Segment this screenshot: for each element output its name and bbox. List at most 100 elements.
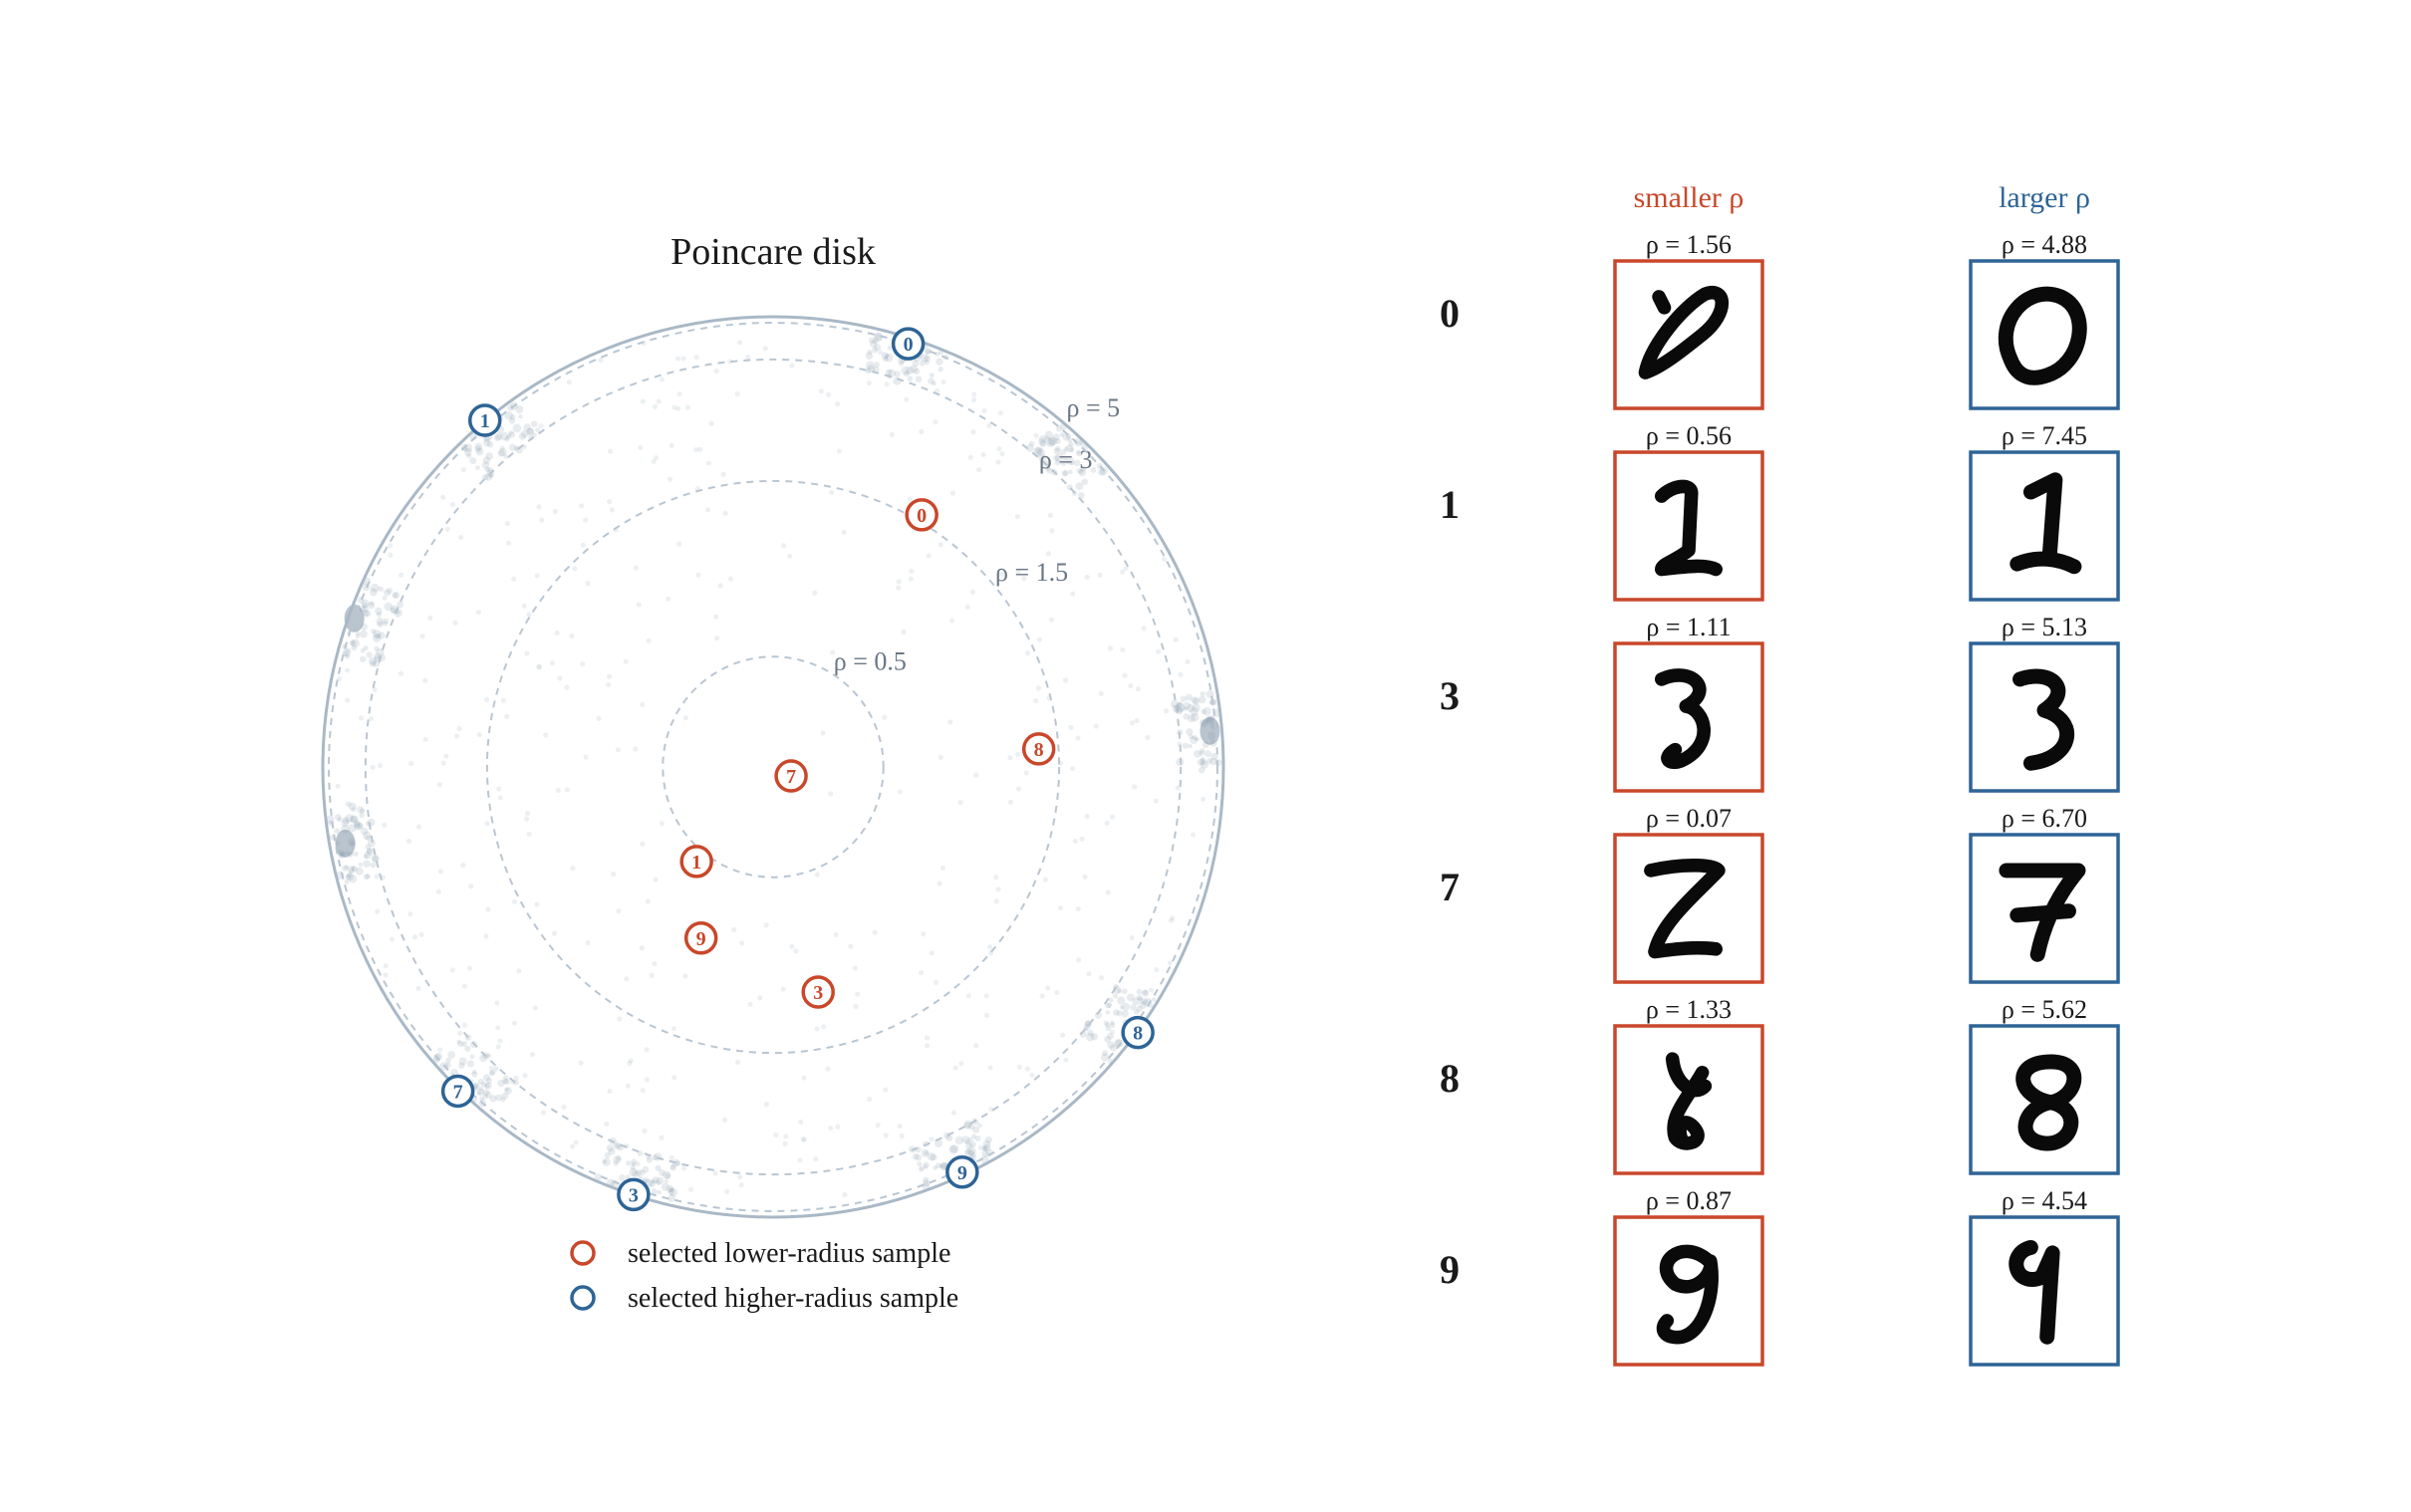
sample-cell-8-larger: ρ = 5.62: [1969, 995, 2120, 1175]
embedding-point: [351, 866, 359, 873]
embedding-point: [1206, 757, 1212, 764]
embedding-point: [1082, 874, 1088, 880]
embedding-point: [940, 378, 946, 385]
embedding-point: [835, 1124, 841, 1130]
embedding-point: [896, 579, 902, 585]
embedding-point: [453, 733, 460, 739]
embedding-point: [1163, 708, 1170, 714]
embedding-point: [640, 1088, 647, 1094]
column-header-larger: larger ρ: [1999, 181, 2090, 214]
embedding-point: [875, 1122, 881, 1129]
embedding-point: [1090, 1033, 1099, 1041]
marker-ring: [617, 1177, 651, 1212]
embedding-point: [884, 381, 890, 387]
embedding-point: [1057, 904, 1064, 911]
embedding-point: [968, 1136, 974, 1142]
embedding-point: [1062, 455, 1068, 461]
embedding-point: [375, 908, 381, 914]
embedding-point: [496, 786, 502, 792]
column-header-smaller: smaller ρ: [1634, 181, 1744, 214]
digit-stroke: [1644, 858, 1726, 959]
embedding-point: [398, 572, 404, 578]
embedding-point: [552, 508, 558, 515]
embedding-point: [485, 906, 491, 912]
embedding-point: [524, 816, 530, 822]
marker-digit: 9: [696, 928, 706, 950]
embedding-point: [780, 543, 787, 549]
embedding-point: [983, 993, 989, 999]
embedding-point: [984, 1012, 990, 1018]
embedding-point: [447, 1051, 456, 1059]
embedding-point: [684, 404, 691, 410]
embedding-point: [882, 714, 888, 720]
rho-value-label: ρ = 5.13: [2002, 613, 2087, 641]
embedding-point: [522, 1073, 528, 1079]
embedding-point: [635, 1169, 643, 1176]
embedding-point: [717, 583, 723, 589]
embedding-point: [640, 701, 646, 707]
radius-contours: ρ = 0.5ρ = 1.5ρ = 3ρ = 5: [328, 322, 1218, 1212]
embedding-point: [898, 361, 905, 367]
row-digit-label: 7: [1440, 865, 1460, 909]
embedding-point: [376, 617, 385, 626]
embedding-point: [883, 1087, 889, 1093]
embedding-point: [483, 438, 491, 447]
marker-digit: 7: [786, 766, 796, 788]
embedding-point: [662, 1170, 671, 1179]
embedding-point: [443, 753, 449, 759]
embedding-point: [1195, 736, 1200, 742]
embedding-point: [364, 851, 372, 860]
legend-label: selected higher-radius sample: [628, 1283, 958, 1314]
embedding-point: [480, 1082, 487, 1088]
embedding-point: [664, 1179, 670, 1184]
embedding-point: [1033, 697, 1039, 704]
embedding-point: [1045, 438, 1055, 447]
embedding-point: [504, 410, 513, 420]
embedding-point: [1112, 1009, 1120, 1016]
embedding-point: [1167, 960, 1173, 966]
embedding-point: [1121, 1010, 1129, 1018]
embedding-point: [631, 1158, 638, 1165]
embedding-point: [912, 1152, 920, 1160]
embedding-point: [362, 606, 369, 613]
embedding-point: [372, 633, 382, 642]
embedding-point: [1148, 987, 1154, 993]
embedding-point: [735, 1059, 741, 1065]
embedding-point: [1138, 996, 1144, 1002]
embedding-point: [783, 1134, 789, 1139]
digit-stroke: [1998, 286, 2087, 385]
embedding-point: [977, 1123, 982, 1129]
embedding-point: [1116, 1010, 1123, 1017]
embedding-point: [405, 838, 412, 845]
embedding-point: [970, 1147, 976, 1154]
embedding-point: [482, 1094, 488, 1100]
embedding-point: [1151, 997, 1157, 1002]
embedding-point: [527, 427, 535, 435]
embedding-point: [483, 1083, 490, 1090]
embedding-point: [1063, 446, 1069, 452]
embedding-point: [958, 1061, 964, 1067]
embedding-point: [745, 354, 751, 361]
embedding-point: [397, 601, 404, 609]
sample-cell-1-larger: ρ = 7.45: [1969, 421, 2120, 602]
embedding-point: [727, 576, 734, 582]
embedding-point: [602, 1157, 611, 1166]
embedding-point: [350, 815, 359, 824]
embedding-point: [485, 1077, 493, 1085]
embedding-point: [704, 507, 711, 513]
embedding-point: [798, 1119, 804, 1126]
embedding-point: [676, 391, 682, 397]
embedding-point: [976, 467, 982, 473]
rho-value-label: ρ = 1.11: [1646, 613, 1731, 641]
embedding-point: [628, 1058, 634, 1064]
embedding-point: [1126, 993, 1135, 1002]
embedding-point: [355, 630, 361, 636]
embedding-point: [344, 653, 351, 659]
rho-value-label: ρ = 6.70: [2002, 804, 2087, 833]
embedding-point: [360, 808, 366, 814]
embedding-point: [982, 1139, 991, 1148]
embedding-point: [485, 452, 494, 460]
embedding-point: [415, 824, 422, 830]
embedding-point: [971, 391, 977, 397]
embedding-point: [1100, 1053, 1110, 1062]
